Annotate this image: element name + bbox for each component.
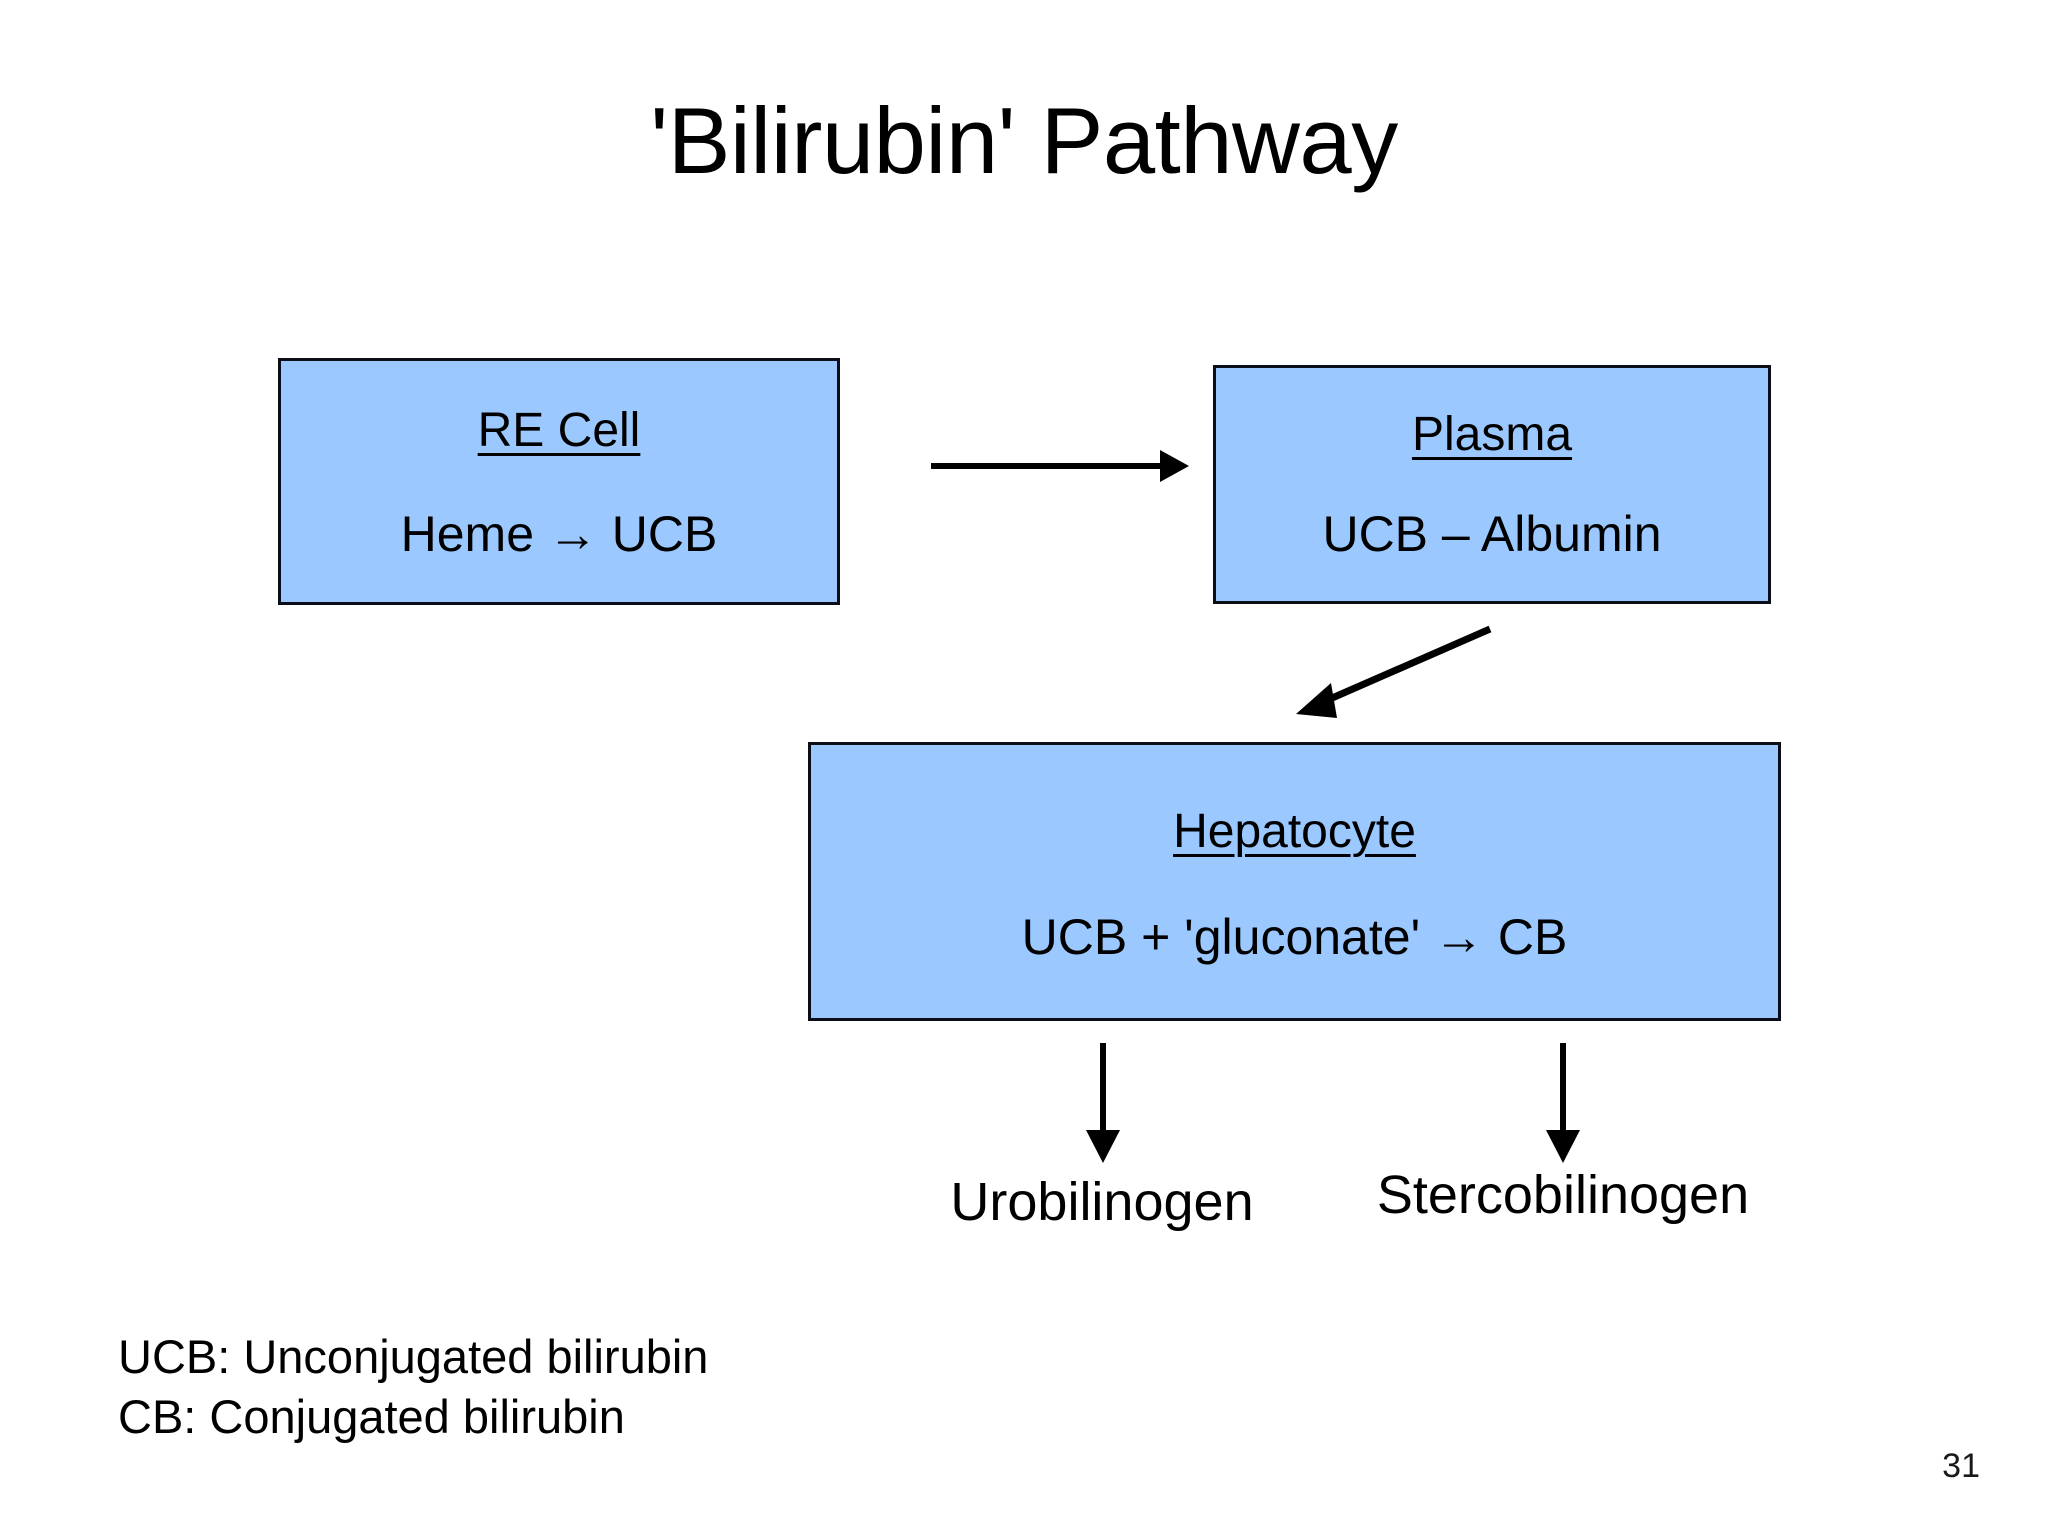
- abbreviation-legend: UCB: Unconjugated bilirubin CB: Conjugat…: [118, 1327, 708, 1446]
- node-re-cell[interactable]: RE Cell Heme → UCB: [278, 358, 840, 605]
- page-number: 31: [1942, 1447, 1980, 1485]
- page-title: 'Bilirubin' Pathway: [650, 88, 1398, 193]
- node-hepatocyte[interactable]: Hepatocyte UCB + 'gluconate' → CB: [808, 742, 1781, 1021]
- node-plasma[interactable]: Plasma UCB – Albumin: [1213, 365, 1771, 604]
- node-hepatocyte-body: UCB + 'gluconate' → CB: [1021, 909, 1568, 966]
- node-plasma-heading: Plasma: [1411, 408, 1573, 462]
- product-label-urobilinogen: Urobilinogen: [950, 1172, 1254, 1232]
- node-hepatocyte-heading: Hepatocyte: [1173, 805, 1416, 859]
- node-plasma-body: UCB – Albumin: [1322, 506, 1662, 563]
- product-label-stercobilinogen: Stercobilinogen: [1376, 1165, 1750, 1225]
- arrow-plasma-to-hepatocyte: [1296, 625, 1492, 718]
- legend-line-ucb: UCB: Unconjugated bilirubin: [118, 1330, 709, 1383]
- node-re-cell-heading: RE Cell: [477, 404, 641, 458]
- arrow-re-cell-to-plasma: [931, 450, 1189, 482]
- node-re-cell-body: Heme → UCB: [400, 506, 718, 563]
- arrow-hepatocyte-to-stercobilinogen: [1546, 1043, 1580, 1163]
- arrow-hepatocyte-to-urobilinogen: [1086, 1043, 1120, 1163]
- legend-line-cb: CB: Conjugated bilirubin: [118, 1389, 625, 1443]
